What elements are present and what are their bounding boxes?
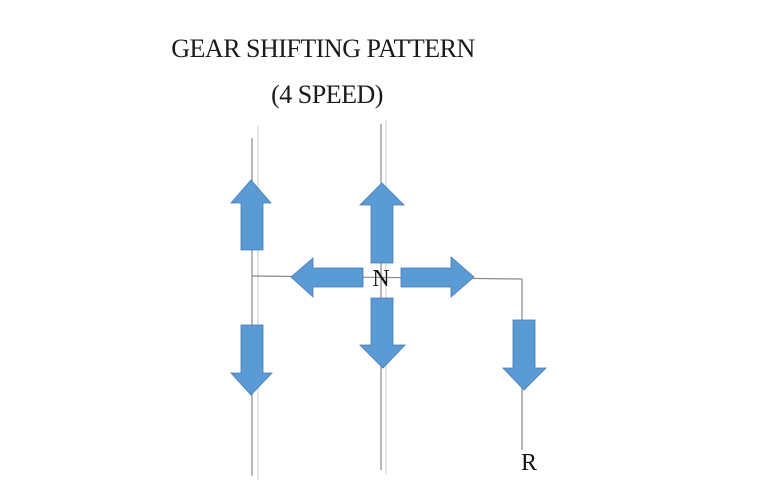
reverse-label: R bbox=[521, 450, 537, 476]
diagram-title-line1: GEAR SHIFTING PATTERN bbox=[171, 34, 475, 63]
arrow-down-reverse bbox=[502, 319, 547, 391]
arrow-left-from-neutral bbox=[290, 257, 364, 298]
arrow-up-center bbox=[359, 182, 405, 264]
arrow-down-left bbox=[230, 324, 273, 396]
neutral-label: N bbox=[372, 266, 389, 292]
arrow-right-from-neutral bbox=[400, 256, 475, 298]
arrow-down-center bbox=[359, 297, 406, 369]
diagram-title-line2: (4 SPEED) bbox=[271, 80, 383, 109]
shift-arrows bbox=[230, 179, 547, 396]
arrow-up-left bbox=[230, 179, 272, 251]
